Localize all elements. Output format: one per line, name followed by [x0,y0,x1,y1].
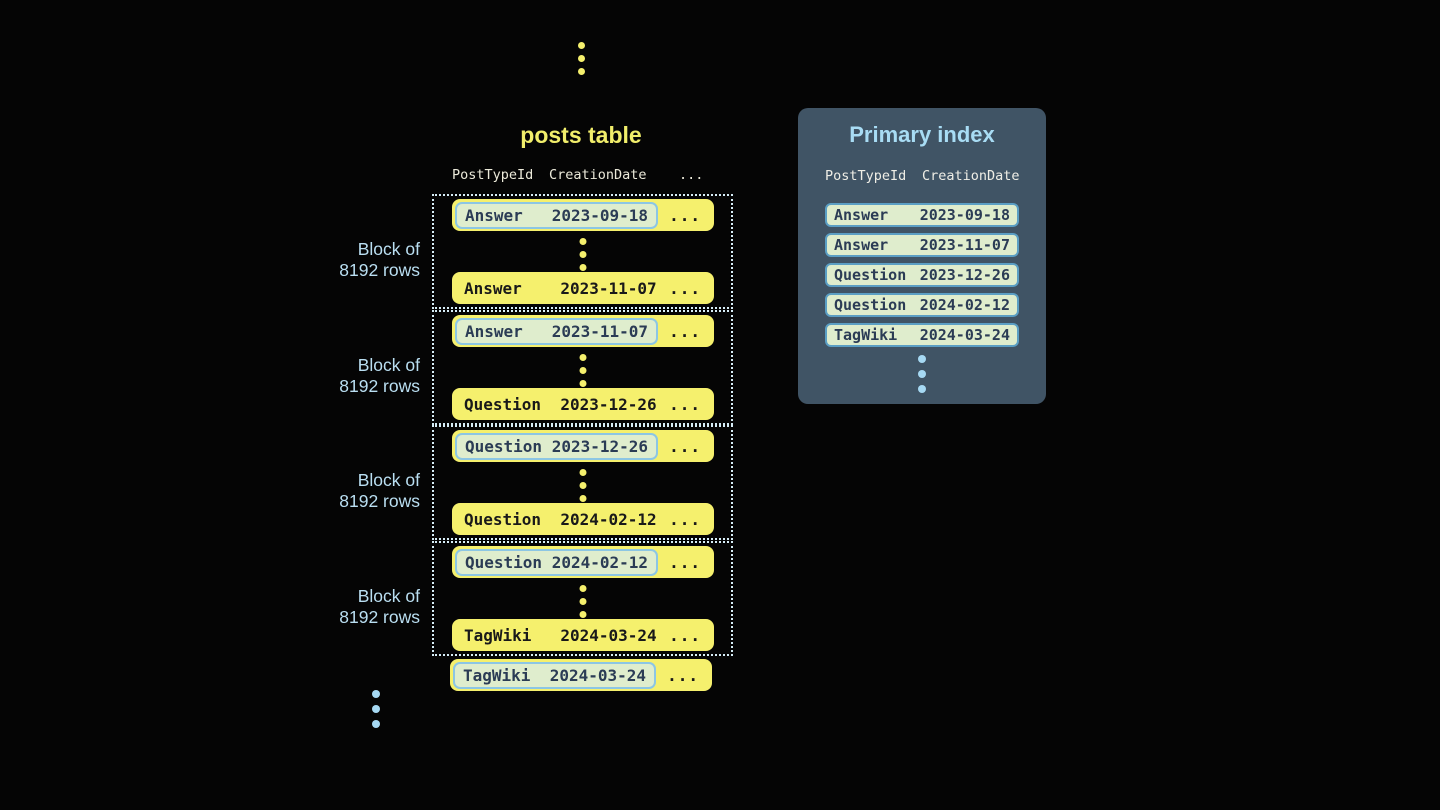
indexed-row-highlight: TagWiki 2024-03-24 [453,661,657,689]
cell-post-type: Question [834,266,907,284]
cell-post-type: Question [465,552,543,572]
row-ellipsis: ... [669,205,701,225]
cell-creation-date: 2023-12-26 [551,436,649,456]
col-header-creationdate: CreationDate [549,167,647,183]
more-blocks-ellipsis-dots [372,686,380,731]
cell-post-type: Question [834,296,907,314]
next-block-first-row: TagWiki 2024-03-24 ... [450,659,712,691]
block-first-row: Answer 2023-11-07 ... [452,315,714,347]
indexed-row-highlight: Question 2023-12-26 [455,432,659,460]
cell-creation-date: 2024-02-12 [560,509,657,529]
block-label-line2: 8192 rows [339,607,420,627]
cell-post-type: Question [465,436,543,456]
block-size-label: Block of 8192 rows [280,355,420,397]
row-cells: Question 2024-02-12 [464,510,657,529]
cell-creation-date: 2024-02-12 [551,552,649,572]
cell-post-type: Answer [465,321,523,341]
cell-post-type: Answer [465,205,523,225]
cell-creation-date: 2024-03-24 [560,625,657,645]
index-row: TagWiki 2024-03-24 [825,323,1019,347]
index-row: Question 2024-02-12 [825,293,1019,317]
row-cells: Answer 2023-11-07 [464,279,657,298]
cell-creation-date: 2023-09-18 [551,205,649,225]
cell-post-type: Answer [834,236,889,254]
col-header-creationdate: CreationDate [922,168,1020,184]
block-first-row: Question 2024-02-12 ... [452,546,714,578]
cell-creation-date: 2023-12-26 [560,394,657,414]
vertical-ellipsis-dots [579,582,586,621]
vertical-ellipsis-dots [918,351,926,396]
cell-creation-date: 2024-03-24 [919,326,1010,344]
block-last-row: TagWiki 2024-03-24 ... [452,619,714,651]
cell-creation-date: 2023-09-18 [919,206,1010,224]
block-label-line2: 8192 rows [339,260,420,280]
indexed-row-highlight: Question 2024-02-12 [455,548,659,576]
cell-creation-date: 2023-12-26 [919,266,1010,284]
cell-post-type: Answer [834,206,889,224]
index-row: Question 2023-12-26 [825,263,1019,287]
vertical-ellipsis-dots [579,466,586,505]
block-size-label: Block of 8192 rows [280,586,420,628]
vertical-ellipsis-dots [578,39,585,78]
block-label-line1: Block of [357,239,420,259]
cell-post-type: Answer [464,278,522,298]
block-size-label: Block of 8192 rows [280,239,420,281]
row-ellipsis: ... [669,394,701,414]
block-label-line1: Block of [357,586,420,606]
col-header-posttypeid: PostTypeId [825,168,907,184]
block-last-row: Question 2024-02-12 ... [452,503,714,535]
block-label-line1: Block of [357,470,420,490]
index-row: Answer 2023-11-07 [825,233,1019,257]
vertical-ellipsis-dots [579,235,586,274]
block-first-row: Answer 2023-09-18 ... [452,199,714,231]
cell-creation-date: 2024-02-12 [919,296,1010,314]
cell-post-type: Question [464,394,542,414]
row-ellipsis: ... [667,665,699,685]
col-header-more: ... [679,167,704,183]
indexed-row-highlight: Answer 2023-09-18 [455,201,659,229]
table-block-4: Question 2024-02-12 ... TagWiki 2024-03-… [432,541,733,656]
row-ellipsis: ... [669,436,701,456]
row-ellipsis: ... [669,552,701,572]
row-ellipsis: ... [669,509,701,529]
posts-column-headers: PostTypeId CreationDate ... [452,167,703,183]
cell-post-type: TagWiki [834,326,898,344]
row-ellipsis: ... [669,321,701,341]
table-block-2: Answer 2023-11-07 ... Question 2023-12-2… [432,310,733,425]
cell-creation-date: 2023-11-07 [551,321,649,341]
vertical-ellipsis-dots [579,351,586,390]
table-block-3: Question 2023-12-26 ... Question 2024-02… [432,425,733,540]
cell-creation-date: 2024-03-24 [549,665,647,685]
block-last-row: Question 2023-12-26 ... [452,388,714,420]
row-cells: Question 2023-12-26 [464,395,657,414]
cell-creation-date: 2023-11-07 [560,278,657,298]
cell-creation-date: 2023-11-07 [919,236,1010,254]
block-label-line2: 8192 rows [339,491,420,511]
row-ellipsis: ... [669,625,701,645]
block-first-row: Question 2023-12-26 ... [452,430,714,462]
col-header-posttypeid: PostTypeId [452,167,534,183]
indexed-row-highlight: Answer 2023-11-07 [455,317,659,345]
block-label-line1: Block of [357,355,420,375]
row-cells: TagWiki 2024-03-24 [464,626,657,645]
cell-post-type: Question [464,509,542,529]
block-size-label: Block of 8192 rows [280,470,420,512]
block-label-line2: 8192 rows [339,376,420,396]
primary-index-title: Primary index [849,122,995,147]
block-last-row: Answer 2023-11-07 ... [452,272,714,304]
index-row: Answer 2023-09-18 [825,203,1019,227]
primary-index-panel: Primary index PostTypeId CreationDate An… [798,108,1046,404]
cell-post-type: TagWiki [464,625,532,645]
row-ellipsis: ... [669,278,701,298]
posts-table-title: posts table [520,122,642,148]
index-column-headers: PostTypeId CreationDate [825,168,1020,184]
table-block-1: Answer 2023-09-18 ... Answer 2023-11-07 … [432,194,733,309]
cell-post-type: TagWiki [463,665,531,685]
